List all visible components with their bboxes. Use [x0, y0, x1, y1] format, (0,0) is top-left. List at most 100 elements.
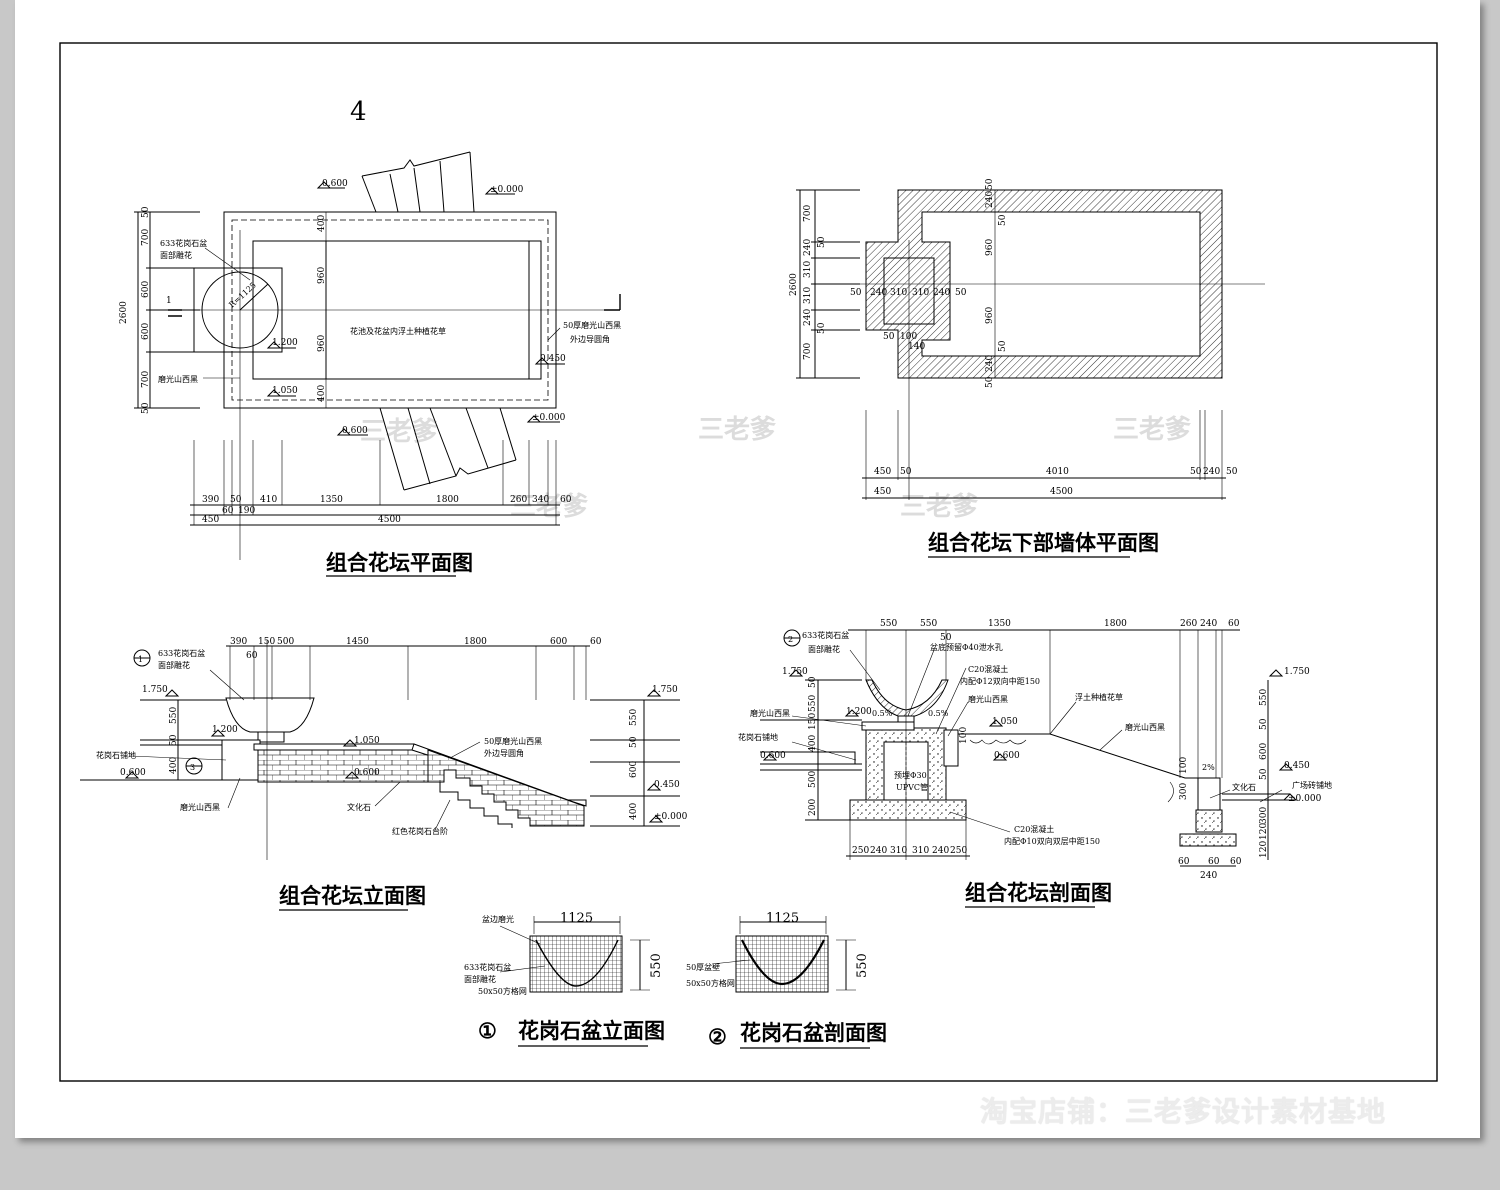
shop-watermark: 淘宝店铺：三老爹设计素材基地 [980, 1095, 1387, 1128]
elev-level-2: 1.200 [212, 725, 238, 735]
elevation-labels: 1 3 633花岗石盆 面部雕花 花岗石铺地 磨光山西黑 50厚磨光山西黑 外边… [96, 637, 688, 836]
plan-dim-bot-1: 390 [202, 495, 219, 505]
sec-level-6: 1.750 [1284, 667, 1310, 677]
plan-level-3: 1.200 [272, 338, 298, 348]
elev-label-stone: 磨光山西黑 [180, 802, 220, 812]
plan-dim-left-1: 700 [141, 229, 151, 246]
wp-dim-bot-6: 50 [1226, 467, 1238, 477]
wp-dim-bot-4: 50 [1190, 467, 1202, 477]
wp-dim-right-1: 50 [985, 178, 995, 190]
sec-label-stone2: 磨光山西黑 [750, 708, 790, 718]
watermark-4: 三老爹 [510, 492, 588, 522]
elev-dim-right-2: 50 [629, 736, 639, 748]
wp-dim-bot2-2: 4500 [1050, 487, 1073, 497]
sheet-border [59, 42, 1438, 1082]
sec-dim-misc-2: 300 [1179, 783, 1189, 800]
elev-label-pot: 633花岗石盆 [158, 648, 205, 658]
wp-dim-right-4: 960 [985, 239, 995, 256]
wp-dim-right-7: 240 [985, 355, 995, 372]
plan-dim-inner-3: 960 [317, 335, 327, 352]
wp-dim-mid-2: 240 [870, 288, 887, 298]
wp-dim-small-3: 140 [908, 342, 925, 352]
pot-elev-label-pot2: 面部雕花 [464, 974, 496, 984]
plan-dim-bot2-3: 190 [238, 506, 255, 516]
elev-dim-left-1: 550 [169, 707, 179, 724]
elev-label-cap: 50厚磨光山西黑 [484, 736, 542, 746]
plan-dim-inner-1: 400 [317, 215, 327, 232]
sec-dim-left-4: 400 [808, 735, 818, 752]
title-plan: 组合花坛平面图 [326, 550, 473, 575]
sec-dim-bot-5: 240 [932, 846, 949, 856]
sec-callout: 2 [788, 635, 793, 644]
wp-dim-left-2: 240 [803, 239, 813, 256]
wp-dim-bot-2: 50 [900, 467, 912, 477]
plan-dim-bot2-4: 4500 [378, 515, 401, 525]
elev-label-pot2: 面部雕花 [158, 660, 190, 670]
plan-dim-left-6: 50 [141, 402, 151, 414]
wp-dim-right-2: 240 [985, 191, 995, 208]
wp-dim-small-1: 50 [883, 332, 895, 342]
wp-dim-left-5: 240 [803, 309, 813, 326]
wp-dim-right-8: 50 [985, 376, 995, 388]
wp-dim-right-5: 960 [985, 307, 995, 324]
plan-level-5: 0.450 [540, 354, 566, 364]
elev-dim-top-2: 150 [258, 637, 275, 647]
plan-level-2: ±0.000 [490, 185, 524, 195]
sec-dim-top-4: 1350 [988, 619, 1011, 629]
plan-dim-bot2-2: 60 [222, 506, 234, 516]
plan-label-cap2: 外边导圆角 [570, 334, 610, 344]
wp-dim-mid-5: 240 [933, 288, 950, 298]
elev-level-7: 0.450 [654, 780, 680, 790]
wp-dim-mid-6: 50 [955, 288, 967, 298]
sec-dim-right-5: 300 [1259, 807, 1269, 824]
sec-label-c20b: C20混凝土 [1014, 824, 1054, 834]
sheet-number: 4 [350, 97, 367, 127]
wp-dim-left-3: 310 [803, 261, 813, 278]
plan-dim-left-3: 600 [141, 323, 151, 340]
sec-label-pipe: 预埋Φ30 [894, 770, 927, 780]
elev-label-cap2: 外边导圆角 [484, 748, 524, 758]
plan-section-mark: 1 [166, 296, 172, 306]
sec-label-culture: 文化石 [1232, 782, 1256, 792]
elev-label-culture: 文化石 [347, 802, 371, 812]
sec-label-pot2: 面部雕花 [808, 644, 840, 654]
plan-level-1: 0.600 [322, 179, 348, 189]
plan-dim-bot-6: 260 [510, 495, 527, 505]
sec-dim-misc-6: 240 [1200, 871, 1217, 881]
sec-dim-top-3: 50 [940, 633, 952, 643]
sec-dim-left-3: 150 [808, 713, 818, 730]
elev-dim-top-6: 600 [550, 637, 567, 647]
elev-level-4: 1.050 [354, 736, 380, 746]
sec-label-rebar: 内配Φ12双向中距150 [960, 676, 1040, 686]
sec-label-stone: 磨光山西黑 [968, 694, 1008, 704]
sec-level-7: 0.450 [1284, 761, 1310, 771]
sec-label-stone3: 磨光山西黑 [1125, 722, 1165, 732]
sec-label-soil: 浮土种植花草 [1075, 692, 1123, 702]
sec-label-rebar2: 内配Φ10双向双层中距150 [1004, 836, 1100, 846]
elev-level-8: ±0.000 [654, 812, 688, 822]
sec-dim-misc-1: 100 [1179, 757, 1189, 774]
wp-dim-left-6: 700 [803, 343, 813, 360]
elev-dim-left-2: 50 [169, 734, 179, 746]
sec-dim-top-2: 550 [920, 619, 937, 629]
elev-label-steps: 红色花岗石台阶 [392, 826, 448, 836]
wp-dim-mid-3: 310 [890, 288, 907, 298]
wp-dim-left-4: 310 [803, 287, 813, 304]
elev-dim-top-4: 1450 [346, 637, 369, 647]
wp-dim-left-1: 700 [803, 205, 813, 222]
sec-dim-left-1: 50 [808, 676, 818, 688]
elev-level-3: 0.600 [120, 768, 146, 778]
plan-dim-inner-2: 960 [317, 267, 327, 284]
sec-dim-misc-5: 60 [1230, 857, 1242, 867]
elev-label-ground: 花岗石铺地 [96, 750, 136, 760]
sec-level-5: 0.600 [994, 751, 1020, 761]
wp-dim-bot-5: 240 [1203, 467, 1220, 477]
sec-level-2: 1.200 [846, 707, 872, 717]
sec-dim-bot-6: 250 [950, 846, 967, 856]
sec-dim-left-5: 500 [808, 771, 818, 788]
plan-dim-left-total: 2600 [119, 301, 129, 324]
sec-dim-bot-4: 310 [912, 846, 929, 856]
sec-dim-left-6: 200 [808, 799, 818, 816]
plan-level-7: ±0.000 [532, 413, 566, 423]
elev-dim-top-3: 500 [277, 637, 294, 647]
